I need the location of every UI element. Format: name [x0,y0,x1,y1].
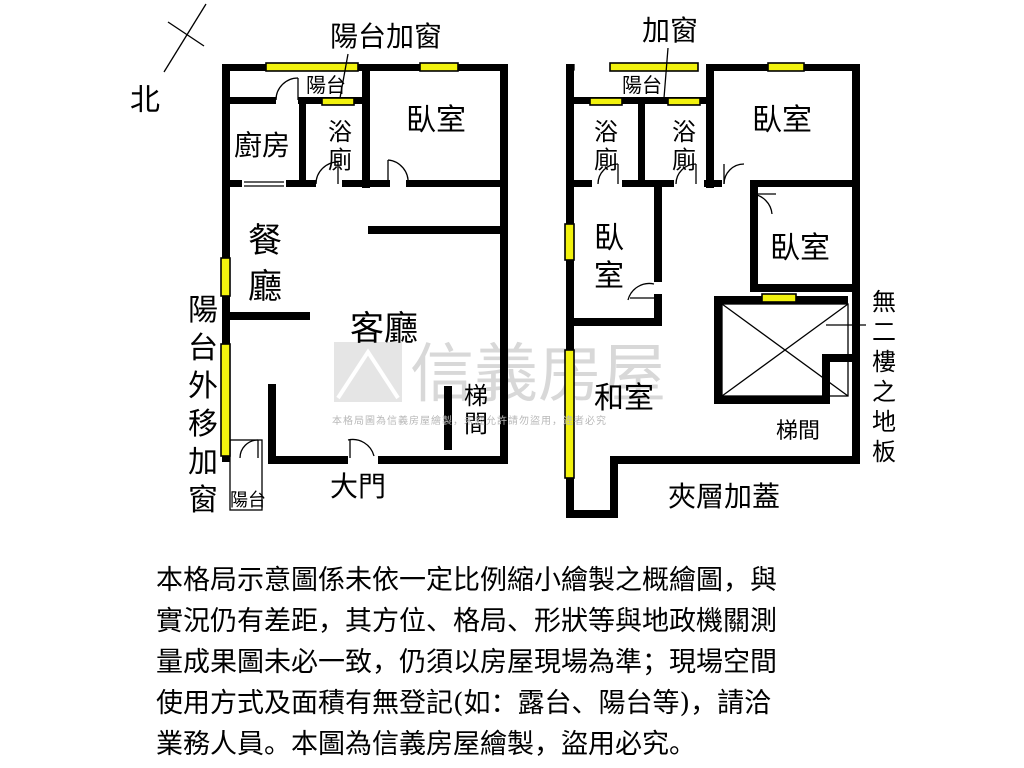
unit1-stairs-label-1: 梯 [464,382,488,410]
unit1-doors [239,77,409,459]
unit2-bedroom-left-label-2: 室 [594,259,624,294]
unit2-bath-b-label-2: 廁 [672,146,696,174]
watermark: 信義房屋 [334,338,666,412]
compass: 北 [130,3,207,118]
unit2-labels: 加窗 陽台 浴 廁 浴 廁 臥室 臥 室 臥室 和室 梯間 無 二 樓 之 地 … [594,14,896,513]
unit1-balcony-top-label: 陽台 [306,73,346,97]
watermark-logo-icon [334,342,402,402]
watermark-logo-text: 信義房屋 [410,338,666,412]
compass-needle [163,3,207,73]
unit1-balcony-move-5: 加 [188,445,218,480]
disclaimer-line-3: 量成果圖未必一致，仍須以房屋現場為準；現場空間 [156,647,777,678]
unit1-bath-label-1: 浴 [328,118,352,146]
unit2-bath-a-label-1: 浴 [594,118,618,146]
unit1-dining-label-1: 餐 [248,221,282,261]
unit2-bedroom-right-label: 臥室 [770,231,830,266]
unit2-no-floor-box [721,303,866,397]
unit2-window-title: 加窗 [642,14,698,47]
unit1-small-balcony-label: 陽台 [230,490,266,511]
unit2-bath-b-label-1: 浴 [672,118,696,146]
unit2-bedroom-top-label: 臥室 [752,103,812,138]
unit1-bedroom-label: 臥室 [406,103,466,138]
disclaimer-line-4: 使用方式及面積有無登記(如：露台、陽台等)，請洽 [156,688,772,719]
compass-crossbar [167,21,205,47]
unit1-balcony-move-1: 陽 [188,293,218,328]
unit1-bath-label-2: 廁 [328,146,352,174]
unit1-balcony-move-4: 移 [188,407,218,442]
unit2-stairs-label: 梯間 [776,419,820,444]
unit2-no-floor-3: 樓 [872,348,896,376]
disclaimer-line-1: 本格局示意圖係未依一定比例縮小繪製之概繪圖，與 [156,565,777,596]
unit2-bedroom-left-label-1: 臥 [594,221,624,256]
unit2-no-floor-5: 地 [872,408,896,436]
unit1-kitchen-label: 廚房 [234,129,290,162]
watermark-notice: 本格局圖為信義房屋繪製，未經允許請勿盜用，違者必究 [332,416,607,427]
unit1-dining-label-2: 廳 [248,267,282,307]
unit2-washitsu-label: 和室 [594,381,654,416]
unit2-no-floor-4: 之 [872,378,896,406]
unit1-balcony-window-title: 陽台加窗 [330,20,442,53]
unit2-bath-a-label-2: 廁 [594,146,618,174]
unit1-balcony-move-2: 台 [188,331,218,366]
unit1-small-balcony-outline [229,439,263,511]
unit2-windows [564,62,805,479]
unit2-balcony-top-label: 陽台 [622,73,662,97]
disclaimer-line-5: 業務人員。本圖為信義房屋繪製，盜用必究。 [156,729,696,760]
disclaimer: 本格局示意圖係未依一定比例縮小繪製之概繪圖，與 實況仍有差距，其方位、格局、形狀… [156,560,916,765]
unit1-balcony-move-6: 窗 [188,483,218,518]
unit2-mezzanine-label: 夾層加蓋 [668,480,780,513]
compass-north-label: 北 [130,83,160,118]
unit2-doors [597,163,776,301]
unit2-no-floor-6: 板 [872,438,896,466]
unit2-no-floor-1: 無 [872,288,896,316]
unit1-living-label: 客廳 [350,309,418,349]
unit1-windows [220,62,459,457]
unit1-balcony-move-3: 外 [188,369,218,404]
unit2-no-floor-2: 二 [872,318,896,346]
unit1-stairs-label-2: 間 [464,410,488,438]
unit1-main-door-label: 大門 [330,470,386,503]
unit1-labels: 陽台加窗 陽台 廚房 浴 廁 臥室 餐 廳 客廳 梯 間 陽 台 外 移 加 窗… [188,20,488,518]
disclaimer-line-2: 實況仍有差距，其方位、格局、形狀等與地政機關測 [156,606,777,637]
